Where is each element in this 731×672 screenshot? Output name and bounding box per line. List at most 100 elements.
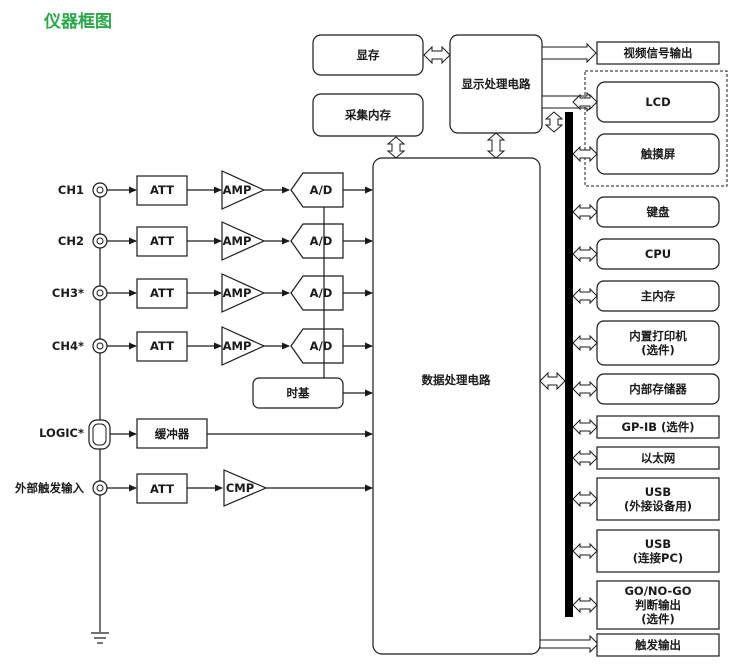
usb-pc-block (596, 529, 720, 573)
gpib-block (596, 415, 720, 439)
usb-device-bus-arrow (572, 490, 598, 508)
trigger-out-arrow (539, 634, 599, 654)
usb-pc-label: USB (645, 537, 671, 551)
att-label-ch4: ATT (150, 339, 174, 353)
bnc-connector-icon (92, 233, 108, 249)
adc-block-ch2 (290, 223, 344, 259)
usb-device-label: (外接设备用) (624, 499, 692, 513)
display-group (584, 70, 728, 187)
printer-block (596, 320, 720, 366)
keyboard-label: 键盘 (646, 205, 670, 219)
cpu-block (596, 238, 720, 270)
main-memory-block (596, 280, 720, 312)
gpib-label: GP-IB (选件) (622, 420, 695, 434)
amp-label-ch3: AMP (223, 286, 252, 300)
video-out-block (596, 41, 720, 65)
go-nogo-bus-arrow (572, 596, 598, 614)
adc-label-ch1: A/D (310, 183, 333, 197)
amp-label-ch1: AMP (223, 183, 252, 197)
att-block-ch3 (136, 278, 188, 309)
ext-att-label: ATT (150, 482, 174, 496)
usb-pc-bus-arrow (572, 542, 598, 560)
amp-block-ch1 (221, 170, 266, 210)
usb-pc-label: (连接PC) (633, 551, 683, 565)
display-memory-link-arrow (423, 45, 451, 65)
trigger-out-label: 触发输出 (634, 638, 681, 652)
display-processing-label: 显示处理电路 (462, 77, 531, 91)
keyboard-block (596, 196, 720, 228)
att-block-ch1 (136, 175, 188, 206)
data-processing-label: 数据处理电路 (422, 373, 491, 387)
ground-icon (91, 632, 109, 644)
keyboard-bus-arrow (572, 203, 598, 221)
input-label-ch3: CH3* (52, 286, 84, 300)
adc-block-ch4 (290, 328, 344, 364)
go-nogo-block (596, 580, 720, 630)
bnc-connector-icon (92, 285, 108, 301)
internal-storage-bus-arrow (572, 380, 598, 398)
display-memory-block (312, 34, 424, 76)
internal-storage-label: 内部存储器 (629, 382, 687, 396)
data-proc-bus-arrow (539, 371, 566, 391)
acquisition-memory-block (312, 93, 424, 137)
ethernet-block (596, 446, 720, 470)
printer-label: 内置打印机 (629, 329, 687, 343)
gpib-bus-arrow (572, 418, 598, 436)
bus-display-link-arrow (544, 111, 564, 133)
printer-label: (选件) (641, 343, 675, 357)
go-nogo-label: GO/NO-GO (624, 584, 691, 598)
amp-block-ch4 (221, 326, 266, 366)
touch-panel-block (596, 133, 720, 175)
buffer-label: 缓冲器 (155, 427, 190, 441)
adc-block-ch1 (290, 172, 344, 208)
acquisition-memory-label: 采集内存 (344, 108, 391, 122)
att-block-ch4 (136, 331, 188, 362)
go-nogo-label: (选件) (641, 612, 675, 626)
ethernet-label: 以太网 (641, 451, 676, 465)
att-label-ch2: ATT (150, 234, 174, 248)
acq-memory-link-arrow (386, 136, 406, 159)
main-memory-label: 主内存 (641, 289, 676, 303)
input-label-ch1: CH1 (58, 183, 84, 197)
trigger-out-block (596, 633, 720, 657)
input-label-logic: LOGIC* (39, 426, 84, 440)
adc-label-ch4: A/D (310, 339, 333, 353)
input-label-ch4: CH4* (52, 339, 84, 353)
amp-block-ch3 (221, 273, 266, 313)
bnc-connector-icon (92, 182, 108, 198)
cpu-bus-arrow (572, 245, 598, 263)
adc-label-ch3: A/D (310, 286, 333, 300)
att-label-ch1: ATT (150, 183, 174, 197)
video-out-arrow (541, 42, 597, 64)
att-label-ch3: ATT (150, 286, 174, 300)
usb-device-block (596, 477, 720, 521)
input-label-ext-trigger: 外部触发输入 (14, 481, 84, 495)
touch-panel-label: 触摸屏 (640, 147, 676, 161)
data-processing-block (372, 157, 541, 655)
display-memory-label: 显存 (357, 48, 380, 62)
amp-label-ch4: AMP (223, 339, 252, 353)
bnc-connector-icon (92, 480, 108, 496)
adc-block-ch3 (290, 275, 344, 311)
buffer-block (136, 418, 208, 449)
amp-block-ch2 (221, 221, 266, 261)
lcd-block (596, 81, 720, 123)
adc-label-ch2: A/D (310, 234, 333, 248)
cmp-block (223, 469, 268, 507)
bnc-connector-icon (92, 338, 108, 354)
amp-label-ch2: AMP (223, 234, 252, 248)
att-block-ch2 (136, 226, 188, 257)
lcd-label: LCD (645, 95, 670, 109)
video-out-label: 视频信号输出 (624, 46, 693, 60)
input-label-ch2: CH2 (58, 234, 84, 248)
main-memory-bus-arrow (572, 287, 598, 305)
system-bus (565, 112, 573, 617)
cmp-label: CMP (226, 481, 254, 495)
display-proc-link-arrow (486, 132, 506, 159)
internal-storage-block (596, 373, 720, 405)
usb-device-label: USB (645, 485, 671, 499)
diagram-title: 仪器框图 (43, 11, 112, 32)
cpu-label: CPU (645, 247, 671, 261)
printer-bus-arrow (572, 334, 598, 352)
